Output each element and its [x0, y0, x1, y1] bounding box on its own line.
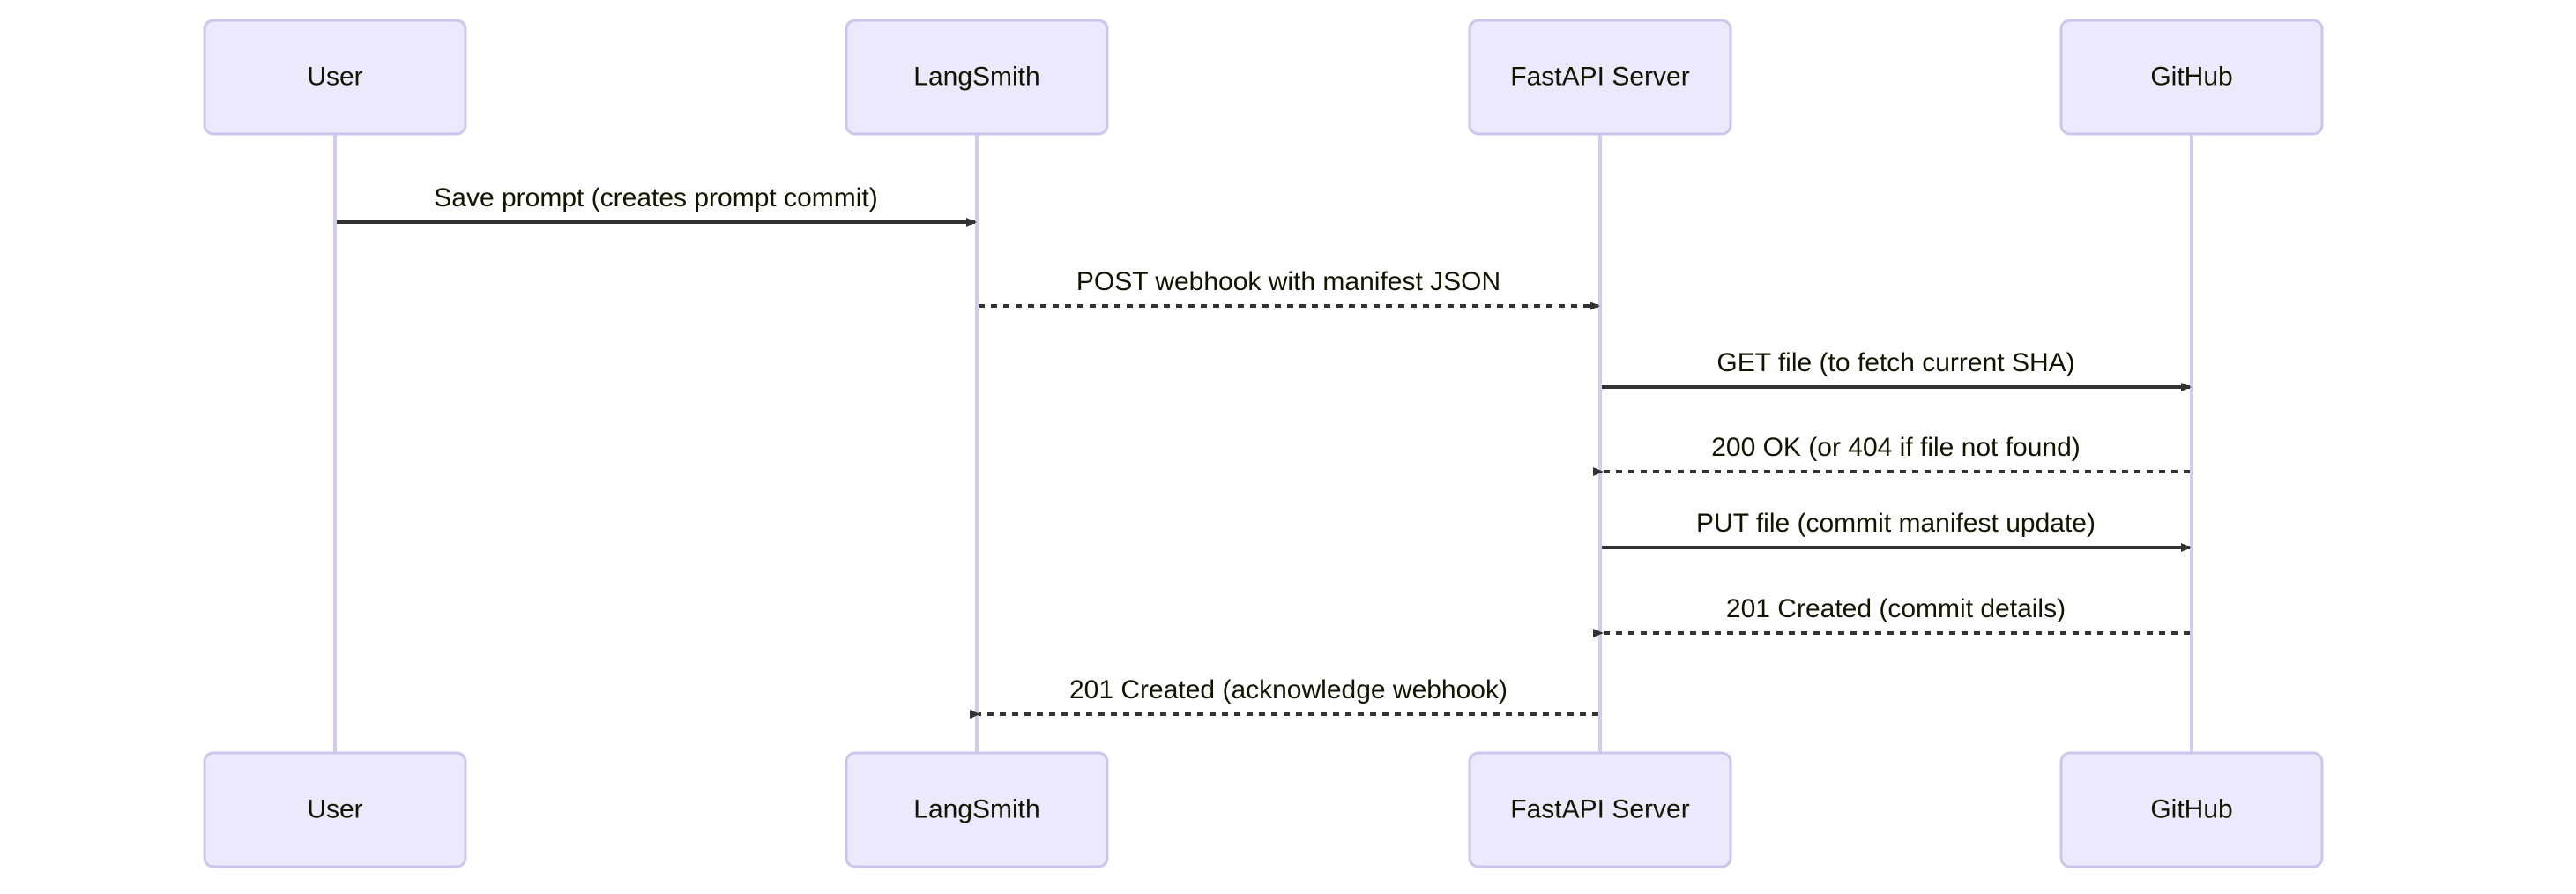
- actor-fastapi-bottom[interactable]: FastAPI Server: [1468, 751, 1732, 868]
- actor-box-user-top[interactable]: [203, 19, 467, 136]
- actor-label-github-top: GitHub: [2150, 62, 2232, 91]
- actor-label-langsmith-top: LangSmith: [913, 62, 1039, 91]
- actor-box-fastapi-bottom[interactable]: [1468, 751, 1732, 868]
- actor-langsmith-top[interactable]: LangSmith: [845, 19, 1109, 136]
- message-1[interactable]: Save prompt (creates prompt commit): [337, 183, 977, 227]
- message-label-4: 200 OK (or 404 if file not found): [1711, 433, 2081, 462]
- message-label-7: 201 Created (acknowledge webhook): [1069, 675, 1508, 704]
- message-label-1: Save prompt (creates prompt commit): [434, 183, 877, 212]
- actor-boxes-bottom: User LangSmith FastAPI Server GitHub: [203, 751, 2324, 868]
- message-2[interactable]: POST webhook with manifest JSON: [979, 267, 1600, 310]
- actor-box-user-bottom[interactable]: [203, 751, 467, 868]
- actor-label-github-bottom: GitHub: [2150, 794, 2232, 823]
- message-6[interactable]: 201 Created (commit details): [1593, 594, 2190, 637]
- actor-box-langsmith-bottom[interactable]: [845, 751, 1109, 868]
- messages-group: Save prompt (creates prompt commit) POST …: [337, 183, 2192, 719]
- actor-box-langsmith-top[interactable]: [845, 19, 1109, 136]
- message-label-2: POST webhook with manifest JSON: [1076, 267, 1500, 296]
- message-3[interactable]: GET file (to fetch current SHA): [1602, 348, 2192, 391]
- message-4[interactable]: 200 OK (or 404 if file not found): [1593, 433, 2190, 476]
- message-label-5: PUT file (commit manifest update): [1696, 509, 2096, 538]
- actor-github-bottom[interactable]: GitHub: [2059, 751, 2324, 868]
- actor-box-github-top[interactable]: [2059, 19, 2324, 136]
- actor-label-user-top: User: [307, 62, 362, 91]
- actor-fastapi-top[interactable]: FastAPI Server: [1468, 19, 1732, 136]
- message-7[interactable]: 201 Created (acknowledge webhook): [970, 675, 1598, 719]
- actor-label-fastapi-top: FastAPI Server: [1510, 62, 1689, 91]
- actor-label-user-bottom: User: [307, 794, 362, 823]
- message-label-6: 201 Created (commit details): [1726, 594, 2066, 623]
- lifelines-group: [333, 134, 2193, 753]
- actor-user-bottom[interactable]: User: [203, 751, 467, 868]
- actor-box-fastapi-top[interactable]: [1468, 19, 1732, 136]
- actor-github-top[interactable]: GitHub: [2059, 19, 2324, 136]
- message-label-3: GET file (to fetch current SHA): [1716, 348, 2074, 377]
- actor-box-github-bottom[interactable]: [2059, 751, 2324, 868]
- message-5[interactable]: PUT file (commit manifest update): [1602, 509, 2192, 552]
- actor-user-top[interactable]: User: [203, 19, 467, 136]
- actor-label-langsmith-bottom: LangSmith: [913, 794, 1039, 823]
- actor-label-fastapi-bottom: FastAPI Server: [1510, 794, 1689, 823]
- actor-langsmith-bottom[interactable]: LangSmith: [845, 751, 1109, 868]
- actor-boxes-top: User LangSmith FastAPI Server GitHub: [203, 19, 2324, 136]
